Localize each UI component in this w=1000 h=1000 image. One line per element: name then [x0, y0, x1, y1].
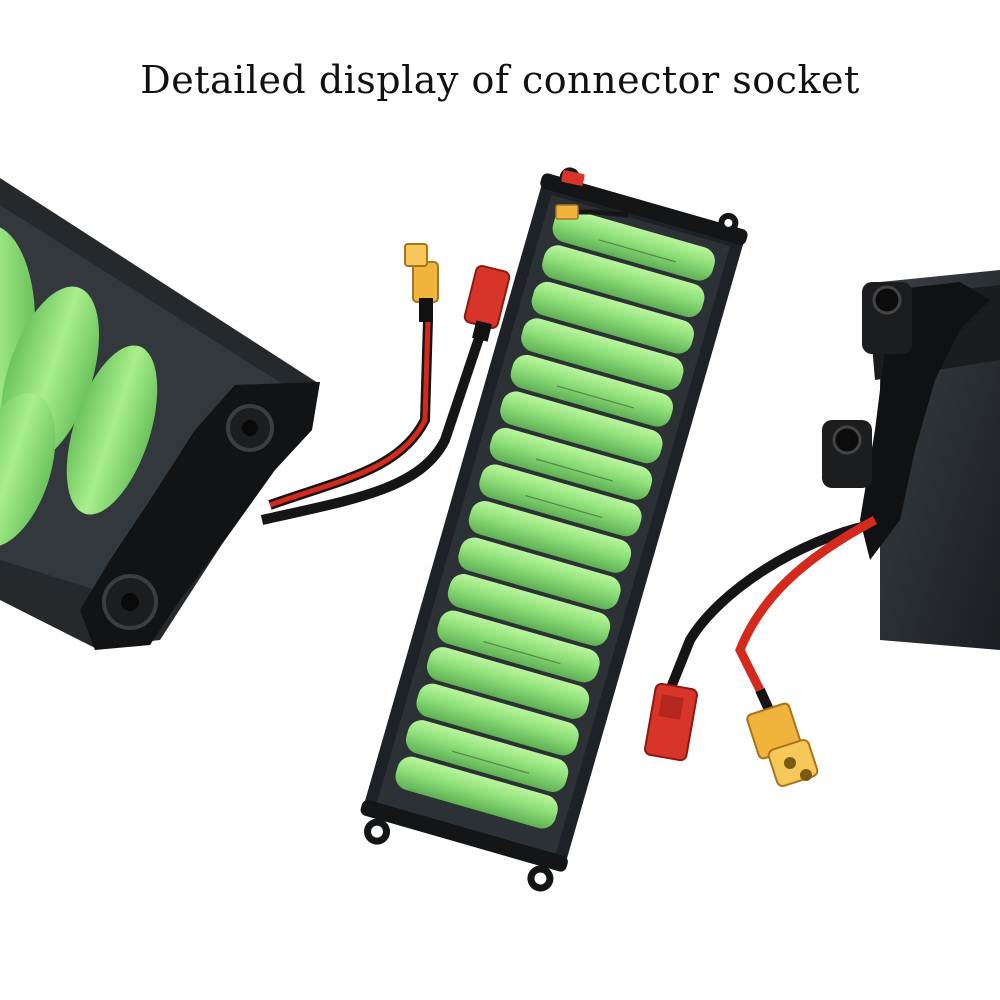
left-red-connector — [463, 265, 511, 342]
center-pack-leads — [555, 170, 641, 220]
right-yellow-connector — [746, 702, 819, 787]
left-battery-pack — [0, 178, 511, 650]
center-battery-pack — [360, 167, 748, 892]
center-pack-cells — [395, 208, 715, 829]
right-battery-pack — [644, 270, 1000, 787]
right-red-connector — [644, 682, 698, 762]
image-title: Detailed display of connector socket — [140, 58, 860, 102]
left-pack-cells — [0, 227, 158, 548]
left-yellow-connector — [404, 243, 439, 322]
